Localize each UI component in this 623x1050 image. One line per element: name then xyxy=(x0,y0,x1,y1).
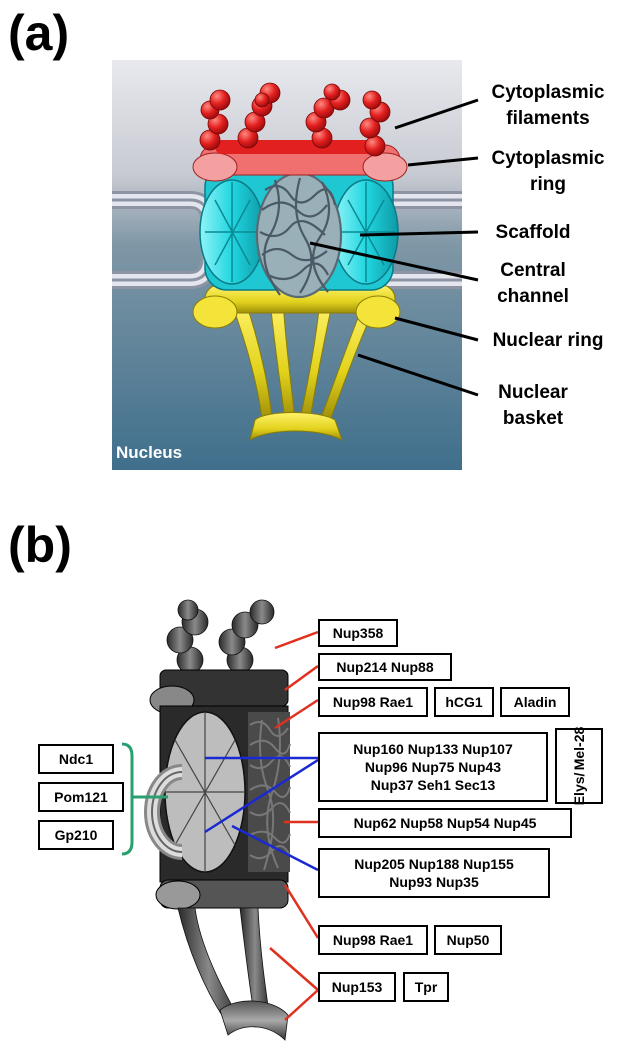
panel-a-pointer-lines xyxy=(309,98,479,397)
grey-filaments-shape xyxy=(166,599,275,674)
nuclear-ring-shape xyxy=(192,284,401,329)
box-nup214-nup88: Nup214 Nup88 xyxy=(318,653,452,681)
blue-pointer-lines xyxy=(204,756,319,872)
red-pointer-lines xyxy=(269,630,320,1021)
panel-a-label: (a) xyxy=(8,5,70,61)
grey-nuclear-ring-shape xyxy=(155,879,289,910)
nucleus-label: Nucleus xyxy=(116,443,183,462)
box-nup62-complex: Nup62 Nup58 Nup54 Nup45 xyxy=(318,808,572,838)
cytoplasmic-filaments-shape xyxy=(199,82,391,157)
box-nup358: Nup358 xyxy=(318,619,398,647)
box-aladin: Aladin xyxy=(500,687,570,717)
panel-b-label: (b) xyxy=(8,517,72,573)
label-cytoplasmic-ring: Cytoplasmic ring xyxy=(491,148,605,195)
box-elys-mel28: Elys/ Mel-28 xyxy=(555,727,603,805)
nuclear-basket-shape xyxy=(229,299,379,442)
green-bracket xyxy=(121,742,168,856)
box-nup205-complex: Nup205 Nup188 Nup155 Nup93 Nup35 xyxy=(318,848,550,898)
box-nup98-rae1-top: Nup98 Rae1 xyxy=(318,687,428,717)
label-scaffold: Scaffold xyxy=(495,222,571,243)
box-nup98-rae1-bottom: Nup98 Rae1 xyxy=(318,925,428,955)
box-ndc1: Ndc1 xyxy=(38,744,114,774)
box-hcg1: hCG1 xyxy=(434,687,494,717)
box-tpr: Tpr xyxy=(403,972,449,1002)
label-nuclear-basket: Nuclear basket xyxy=(498,382,568,429)
box-pom121: Pom121 xyxy=(38,782,124,812)
cytoplasmic-ring-shape xyxy=(192,140,408,182)
grey-nuclear-basket-shape xyxy=(177,907,289,1041)
box-gp210: Gp210 xyxy=(38,820,114,850)
box-nup153: Nup153 xyxy=(318,972,396,1002)
label-nuclear-ring: Nuclear ring xyxy=(492,330,604,351)
label-cytoplasmic-filaments: Cytoplasmic filaments xyxy=(491,82,605,129)
box-y-complex: Nup160 Nup133 Nup107 Nup96 Nup75 Nup43 N… xyxy=(318,732,548,802)
label-central-channel: Central channel xyxy=(497,260,569,307)
grey-membrane-shape xyxy=(144,764,183,860)
box-nup50: Nup50 xyxy=(434,925,502,955)
